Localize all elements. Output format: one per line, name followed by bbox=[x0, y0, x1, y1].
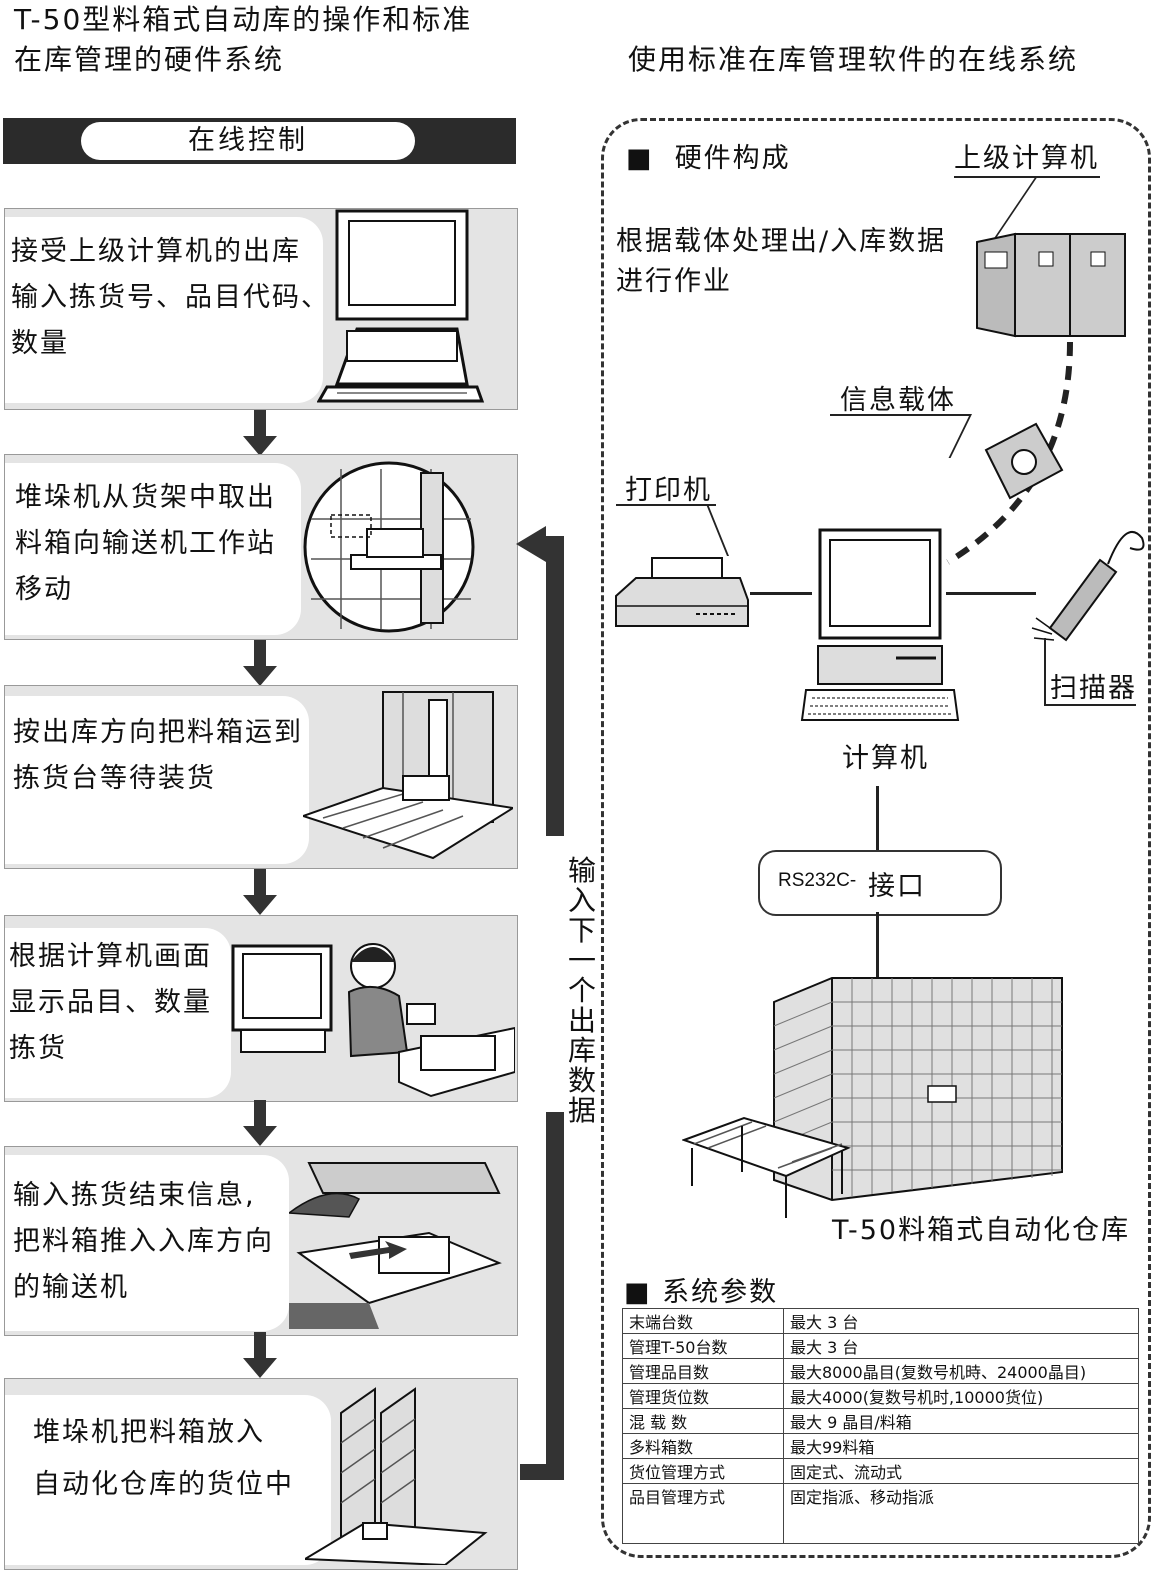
table-row: 管理T-50台数最大 3 台 bbox=[622, 1333, 1139, 1359]
conveyor-station-icon bbox=[303, 691, 513, 860]
scanner-icon bbox=[1031, 531, 1145, 642]
params-table: 末端台数最大 3 台 管理T-50台数最大 3 台 管理品目数最大8000晶目(… bbox=[622, 1308, 1139, 1544]
params-bullet: ■ bbox=[624, 1277, 652, 1308]
hardware-heading-text: 硬件构成 bbox=[674, 143, 791, 174]
info-carrier-disk-icon bbox=[984, 422, 1064, 500]
computer-icon bbox=[800, 528, 960, 721]
param-value: 最大4000(复数号机时,10000货位) bbox=[783, 1383, 1139, 1409]
hardware-bullet: ■ bbox=[626, 143, 654, 174]
step-1: 接受上级计算机的出库 输入拣货号、品目代码、 数量 bbox=[4, 208, 518, 410]
loop-arrowhead-icon bbox=[516, 526, 546, 562]
step-3-bubble bbox=[5, 696, 309, 864]
table-row: 货位管理方式固定式、流动式 bbox=[622, 1458, 1139, 1484]
printer-icon bbox=[615, 557, 749, 627]
param-name: 品目管理方式 bbox=[622, 1483, 784, 1544]
down-arrow-2-icon bbox=[243, 640, 277, 686]
step-5-bubble bbox=[5, 1155, 289, 1331]
param-name: 末端台数 bbox=[622, 1308, 784, 1334]
step-5: 输入拣货结束信息, 把料箱推入入库方向 的输送机 bbox=[4, 1146, 518, 1336]
right-title: 使用标准在库管理软件的在线系统 bbox=[628, 43, 1079, 76]
hardware-panel bbox=[601, 118, 1151, 1558]
param-value: 最大8000晶目(复数号机時、24000晶目) bbox=[783, 1358, 1139, 1384]
host-label-underline bbox=[954, 176, 1100, 178]
step-5-text: 输入拣货结束信息, 把料箱推入入库方向 的输送机 bbox=[13, 1180, 274, 1303]
keyboard-push-icon bbox=[289, 1162, 502, 1329]
info-carrier-underline bbox=[830, 414, 970, 416]
printer-underline bbox=[616, 504, 716, 506]
info-carrier-label: 信息载体 bbox=[840, 385, 956, 416]
picking-worker-icon bbox=[231, 943, 515, 1098]
param-value: 最大 9 晶目/料箱 bbox=[783, 1408, 1139, 1434]
step-6-bubble bbox=[5, 1395, 331, 1565]
scanner-leader bbox=[1044, 638, 1046, 704]
loop-label: 输入下一个出库数据 bbox=[567, 854, 596, 1127]
table-row: 管理货位数最大4000(复数号机时,10000货位) bbox=[622, 1383, 1139, 1409]
param-name: 多料箱数 bbox=[622, 1433, 784, 1459]
interface-label: 接口 bbox=[868, 871, 926, 902]
step-3-text: 按出库方向把料箱运到 拣货台等待装货 bbox=[13, 717, 303, 794]
interface-box: RS232C- 接口 bbox=[758, 850, 1002, 916]
table-row: 混 载 数最大 9 晶目/料箱 bbox=[622, 1408, 1139, 1434]
loop-line-bottom bbox=[520, 1464, 564, 1480]
loop-line-upper bbox=[546, 536, 564, 836]
table-row: 管理品目数最大8000晶目(复数号机時、24000晶目) bbox=[622, 1358, 1139, 1384]
scanner-label: 扫描器 bbox=[1050, 673, 1137, 704]
down-arrow-4-icon bbox=[243, 1100, 277, 1146]
printer-label: 打印机 bbox=[625, 475, 712, 506]
param-name: 管理货位数 bbox=[622, 1383, 784, 1409]
param-name: 混 载 数 bbox=[622, 1408, 784, 1434]
down-arrow-3-icon bbox=[243, 869, 277, 915]
param-value: 最大 3 台 bbox=[783, 1333, 1139, 1359]
left-title-line2: 在库管理的硬件系统 bbox=[14, 43, 285, 76]
automated-warehouse-icon bbox=[682, 977, 1063, 1218]
table-row: 多料箱数最大99料箱 bbox=[622, 1433, 1139, 1459]
down-arrow-1-icon bbox=[243, 410, 277, 456]
left-title-line1: T-50型料箱式自动库的操作和标准 bbox=[14, 3, 473, 36]
step-2-text: 堆垛机从货架中取出 料箱向输送机工作站 移动 bbox=[15, 482, 276, 605]
printer-link bbox=[750, 592, 812, 595]
interface-prefix: RS232C- bbox=[778, 870, 857, 891]
table-row: 品目管理方式固定指派、移动指派 bbox=[622, 1483, 1139, 1544]
step-4: 根据计算机画面 显示品目、数量 拣货 bbox=[4, 915, 518, 1102]
step-6: 堆垛机把料箱放入 自动化仓库的货位中 bbox=[4, 1378, 518, 1570]
step-6-text: 堆垛机把料箱放入 自动化仓库的货位中 bbox=[33, 1417, 294, 1500]
host-computer-icon bbox=[976, 232, 1126, 338]
down-arrow-5-icon bbox=[243, 1332, 277, 1378]
desktop-computer-icon bbox=[317, 209, 485, 403]
param-value: 最大99料箱 bbox=[783, 1433, 1139, 1459]
param-name: 管理品目数 bbox=[622, 1358, 784, 1384]
hardware-heading: ■ 硬件构成 bbox=[626, 136, 791, 175]
params-heading-text: 系统参数 bbox=[662, 1277, 779, 1308]
online-control-bar: 在线控制 bbox=[3, 118, 516, 164]
host-computer-label: 上级计算机 bbox=[954, 143, 1099, 174]
step-1-text: 接受上级计算机的出库 输入拣货号、品目代码、 数量 bbox=[11, 236, 330, 359]
step-4-bubble bbox=[5, 928, 231, 1098]
left-title: T-50型料箱式自动库的操作和标准 在库管理的硬件系统 bbox=[14, 0, 472, 80]
warehouse-rack-icon bbox=[305, 1387, 488, 1565]
step-2: 堆垛机从货架中取出 料箱向输送机工作站 移动 bbox=[4, 454, 518, 640]
step-1-bubble bbox=[5, 217, 323, 403]
param-name: 货位管理方式 bbox=[622, 1458, 784, 1484]
scanner-underline bbox=[1044, 704, 1136, 706]
step-4-text: 根据计算机画面 显示品目、数量 拣货 bbox=[9, 941, 212, 1064]
warehouse-label: T-50料箱式自动化仓库 bbox=[832, 1215, 1131, 1246]
param-value: 固定式、流动式 bbox=[783, 1458, 1139, 1484]
param-value: 固定指派、移动指派 bbox=[783, 1483, 1139, 1544]
param-name: 管理T-50台数 bbox=[622, 1333, 784, 1359]
computer-to-interface-line bbox=[876, 786, 879, 850]
step-3: 按出库方向把料箱运到 拣货台等待装货 bbox=[4, 685, 518, 869]
online-control-label: 在线控制 bbox=[81, 122, 415, 160]
param-value: 最大 3 台 bbox=[783, 1308, 1139, 1334]
computer-label: 计算机 bbox=[842, 743, 929, 774]
table-row: 末端台数最大 3 台 bbox=[622, 1308, 1139, 1334]
scanner-link bbox=[946, 592, 1036, 595]
loop-line-lower bbox=[546, 1112, 564, 1480]
loop-line-top bbox=[540, 536, 564, 552]
interface-to-warehouse-line bbox=[876, 912, 879, 1002]
process-note: 根据载体处理出/入库数据 进行作业 bbox=[616, 226, 947, 297]
step-2-bubble bbox=[5, 463, 301, 635]
stacker-crane-icon bbox=[303, 461, 475, 633]
params-heading: ■ 系统参数 bbox=[624, 1270, 778, 1309]
